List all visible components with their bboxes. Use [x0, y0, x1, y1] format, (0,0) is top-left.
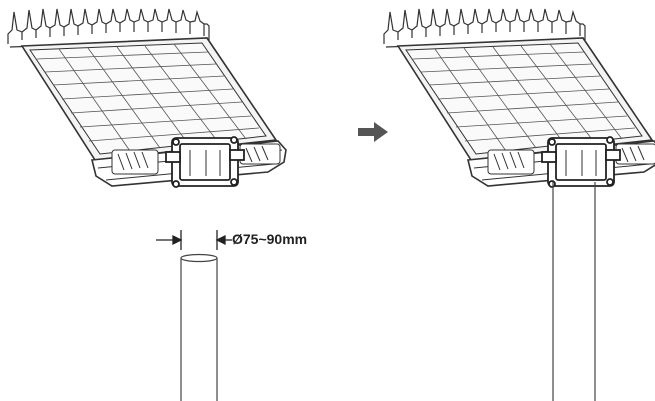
pole-icon — [180, 253, 218, 401]
solar-light-unit-left — [7, 8, 287, 188]
diameter-dimension-marks — [156, 230, 232, 250]
solar-light-unit-right — [383, 8, 655, 401]
pole-diameter-label: Ø75~90mm — [232, 231, 308, 247]
solar-panel-icon — [7, 8, 287, 188]
arrow-right-icon — [358, 122, 388, 142]
pole-mounted — [552, 182, 596, 401]
